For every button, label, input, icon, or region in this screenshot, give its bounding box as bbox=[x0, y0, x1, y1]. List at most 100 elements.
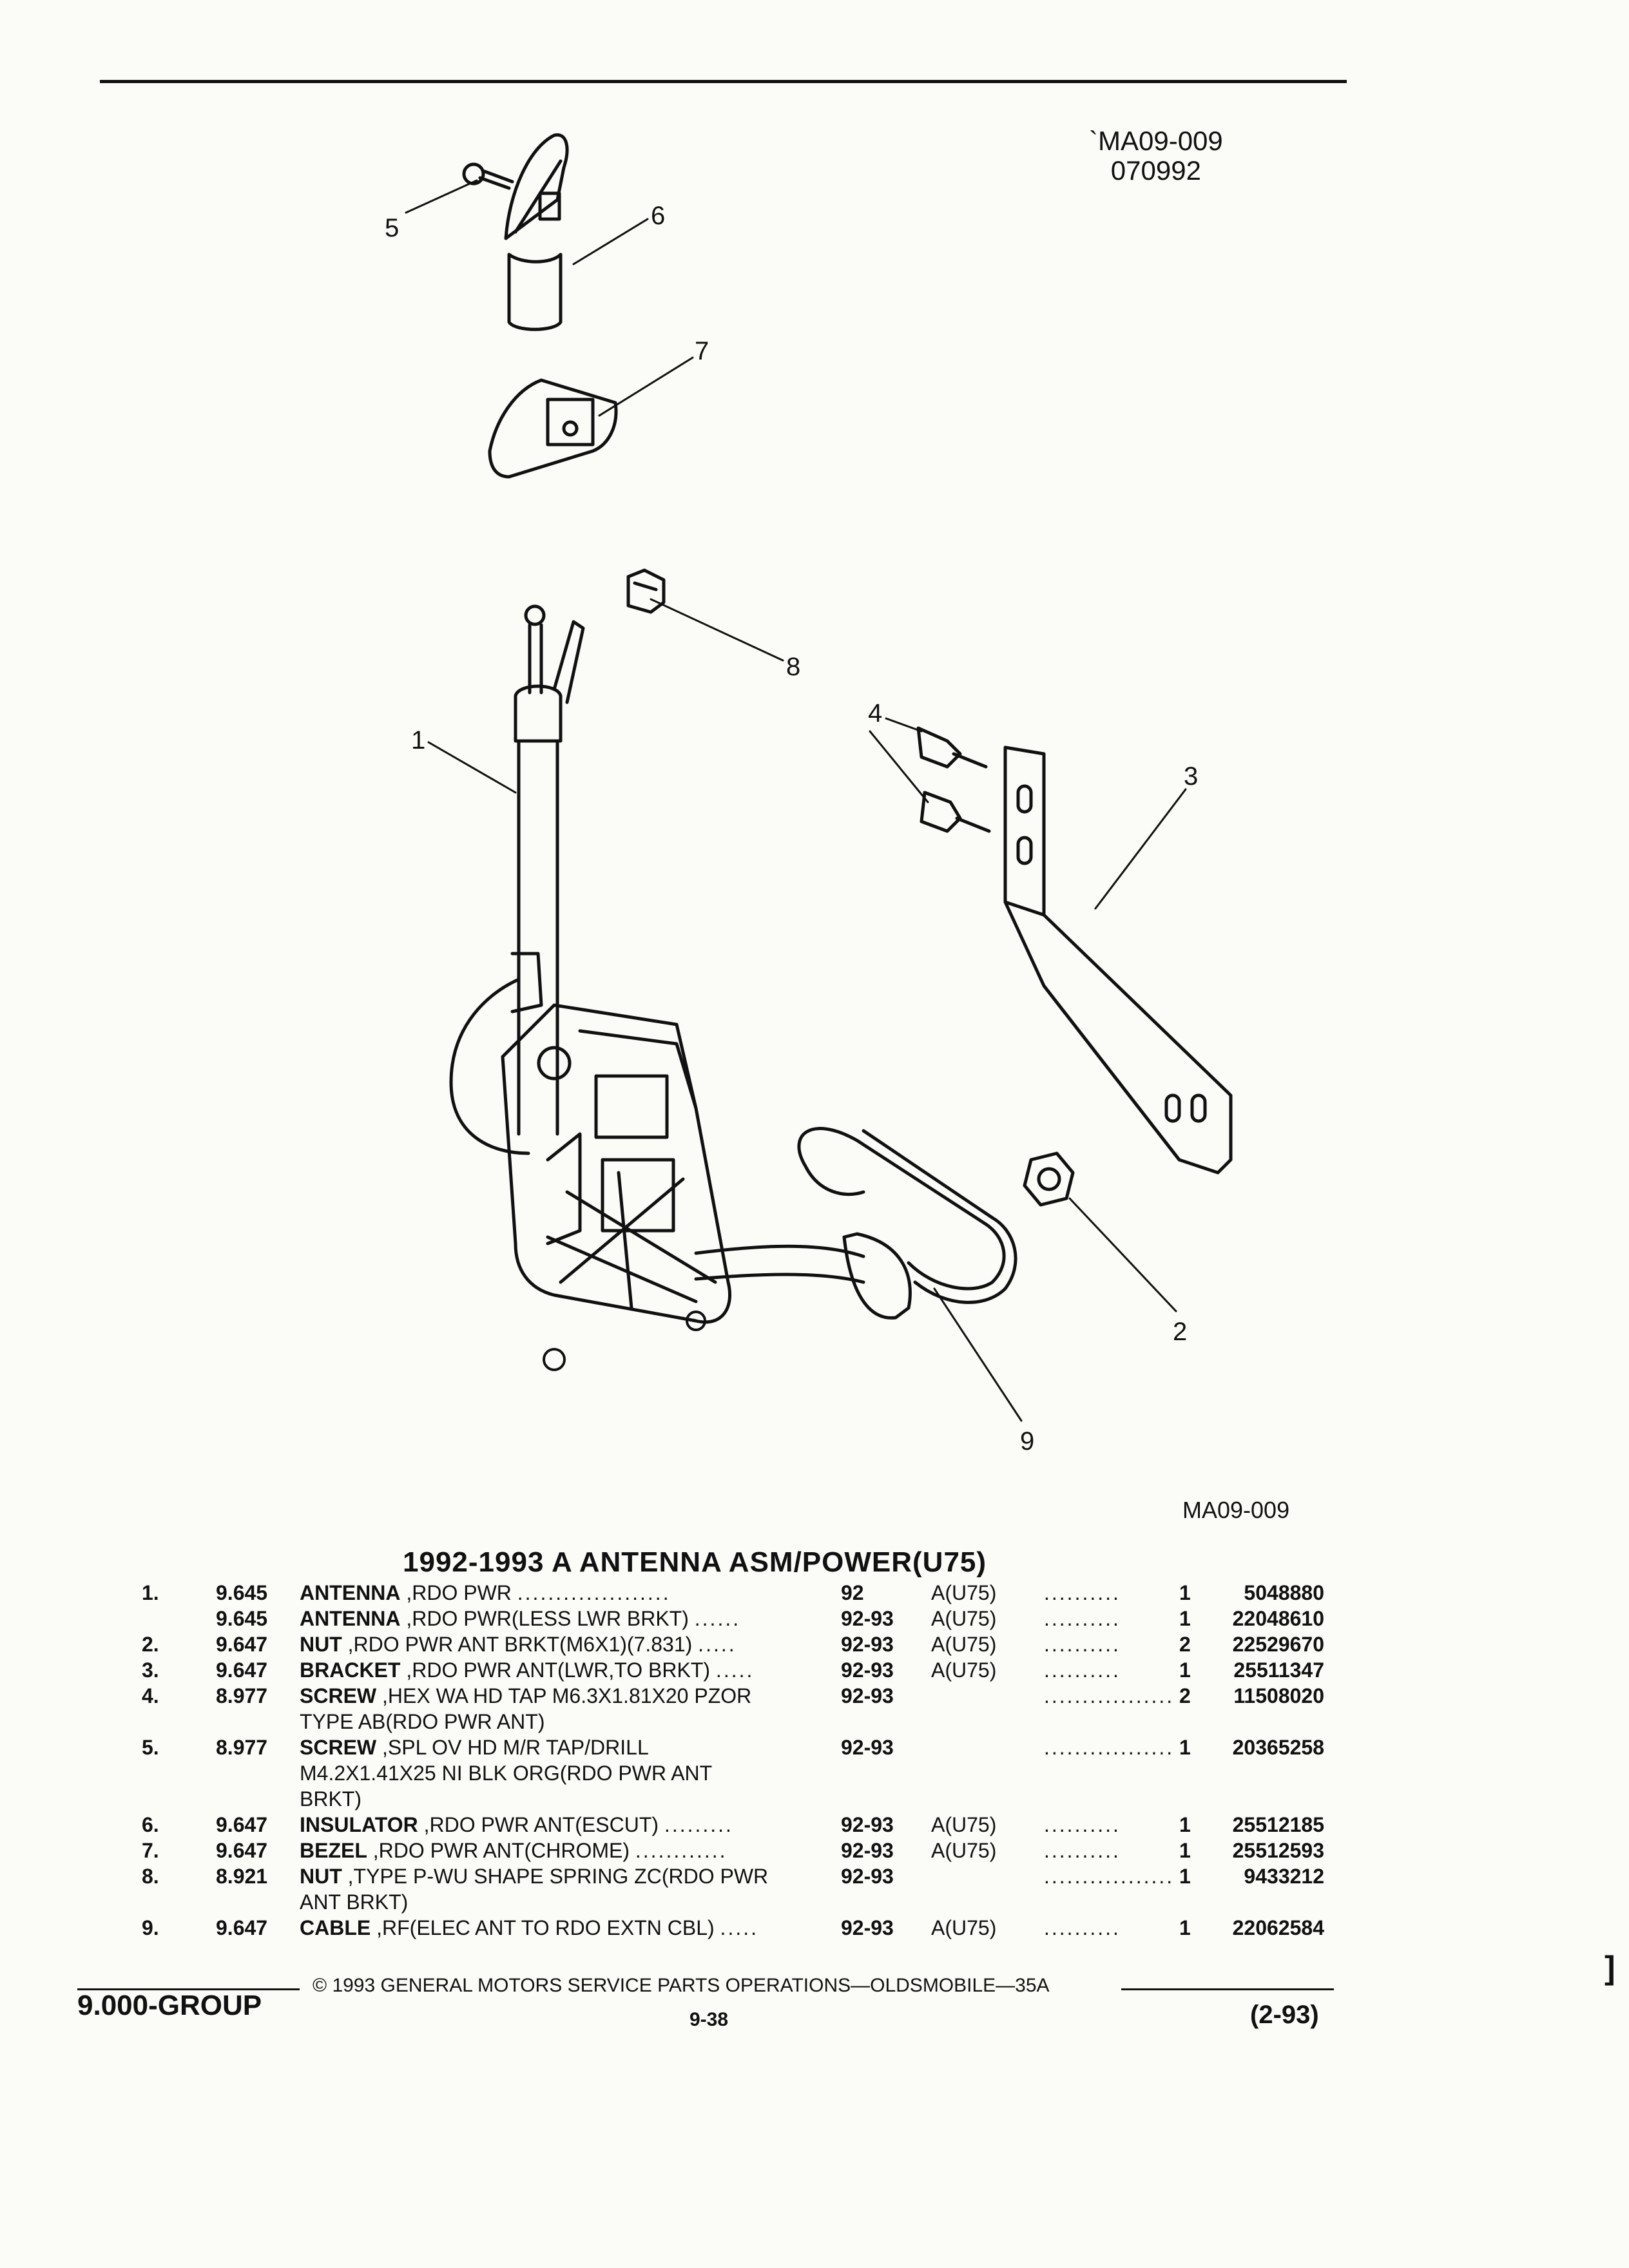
leader-dots: .......... bbox=[1044, 1813, 1121, 1836]
model-year: 92-93 bbox=[841, 1839, 894, 1862]
group-number: 9.647 bbox=[216, 1839, 268, 1862]
figure-code: MA09-009 bbox=[1182, 1497, 1290, 1523]
document-date-code: 070992 bbox=[1110, 155, 1201, 186]
leader-dots: ..... bbox=[715, 1658, 755, 1682]
model-year: 92-93 bbox=[841, 1684, 894, 1707]
group-number: 9.647 bbox=[216, 1633, 268, 1656]
leader-dots: .......... bbox=[1044, 1633, 1121, 1656]
part-name: SCREW bbox=[300, 1684, 377, 1707]
nut-2-shape bbox=[1023, 1151, 1075, 1207]
bezel-7-shape bbox=[488, 378, 618, 479]
part-detail: ,RDO PWR(LESS LWR BRKT) bbox=[400, 1607, 689, 1630]
model-year: 92-93 bbox=[841, 1736, 894, 1759]
part-detail: ,RDO PWR ANT BRKT(M6X1)(7.831) bbox=[342, 1633, 693, 1656]
bracket-3-shape bbox=[1003, 745, 1233, 1175]
nut-8-shape bbox=[626, 568, 666, 614]
leader-dots: .......... bbox=[1044, 1607, 1121, 1630]
part-description: INSULATOR ,RDO PWR ANT(ESCUT) ......... bbox=[300, 1812, 733, 1838]
part-name: NUT bbox=[300, 1633, 342, 1656]
leader-dots: ......... bbox=[664, 1813, 733, 1836]
footer-copyright: © 1993 GENERAL MOTORS SERVICE PARTS OPER… bbox=[313, 1975, 1050, 1996]
item-number: 2. bbox=[142, 1633, 159, 1656]
callout-4: 4 bbox=[868, 699, 882, 727]
binding-edge-mark: ] bbox=[1605, 1950, 1615, 1986]
part-name: CABLE bbox=[300, 1916, 371, 1939]
leader-lines bbox=[405, 179, 1187, 1422]
page-number: 9-38 bbox=[689, 2009, 729, 2030]
callout-1: 1 bbox=[411, 726, 425, 754]
item-number: 9. bbox=[142, 1916, 159, 1939]
description-continued: M4.2X1.41X25 NI BLK ORG(RDO PWR ANT bbox=[300, 1762, 713, 1785]
part-detail: ,TYPE P-WU SHAPE SPRING ZC(RDO PWR bbox=[342, 1865, 769, 1888]
parts-row-continuation: BRKT) bbox=[116, 1786, 1340, 1812]
group-number: 8.977 bbox=[216, 1736, 268, 1759]
parts-row-continuation: M4.2X1.41X25 NI BLK ORG(RDO PWR ANT bbox=[116, 1760, 1340, 1786]
part-detail: ,SPL OV HD M/R TAP/DRILL bbox=[376, 1736, 649, 1759]
part-number: 9433212 bbox=[1244, 1865, 1324, 1888]
description-continued: TYPE AB(RDO PWR ANT) bbox=[300, 1710, 545, 1733]
part-detail: ,RDO PWR ANT(LWR,TO BRKT) bbox=[400, 1658, 711, 1682]
callout-2: 2 bbox=[1173, 1318, 1187, 1346]
model-year: 92-93 bbox=[841, 1633, 894, 1656]
part-name: ANTENNA bbox=[300, 1607, 401, 1630]
antenna-1-shape bbox=[449, 604, 732, 1371]
model-year: 92-93 bbox=[841, 1607, 894, 1630]
group-number: 9.647 bbox=[216, 1916, 268, 1939]
part-description: ANTENNA ,RDO PWR .................... bbox=[300, 1580, 671, 1606]
part-number: 11508020 bbox=[1233, 1684, 1324, 1707]
part-description: NUT ,RDO PWR ANT BRKT(M6X1)(7.831) ..... bbox=[300, 1631, 737, 1657]
part-number: 5048880 bbox=[1244, 1581, 1324, 1604]
quantity: 1 bbox=[1179, 1865, 1191, 1888]
part-number: 22062584 bbox=[1232, 1916, 1324, 1939]
part-description: SCREW ,SPL OV HD M/R TAP/DRILL bbox=[300, 1735, 649, 1760]
leader-dots: ............ bbox=[635, 1839, 728, 1862]
part-name: NUT bbox=[300, 1865, 342, 1888]
callout-7: 7 bbox=[695, 337, 709, 365]
group-number: 8.977 bbox=[216, 1684, 268, 1707]
part-number: 25512593 bbox=[1232, 1839, 1324, 1862]
part-number: 25512185 bbox=[1232, 1813, 1324, 1836]
quantity: 1 bbox=[1179, 1916, 1191, 1939]
part-name: BRACKET bbox=[300, 1658, 401, 1682]
item-number: 8. bbox=[142, 1865, 159, 1888]
model-code: A(U75) bbox=[931, 1581, 997, 1604]
leader-dots: ................. bbox=[1044, 1684, 1175, 1707]
model-year: 92 bbox=[841, 1581, 864, 1604]
part-description: NUT ,TYPE P-WU SHAPE SPRING ZC(RDO PWR bbox=[300, 1863, 768, 1889]
top-rule bbox=[100, 80, 1347, 83]
leader-dots: .......... bbox=[1044, 1916, 1121, 1939]
section-title: 1992-1993 A ANTENNA ASM/POWER(U75) bbox=[403, 1546, 987, 1578]
part-detail: ,RF(ELEC ANT TO RDO EXTN CBL) bbox=[371, 1916, 715, 1939]
leader-dots: ..... bbox=[720, 1916, 758, 1939]
item-number: 4. bbox=[142, 1684, 159, 1707]
callout-3: 3 bbox=[1184, 762, 1198, 791]
quantity: 1 bbox=[1179, 1839, 1191, 1862]
quantity: 1 bbox=[1179, 1736, 1191, 1759]
quantity: 1 bbox=[1179, 1813, 1191, 1836]
item-number: 7. bbox=[142, 1839, 159, 1862]
callout-6: 6 bbox=[651, 202, 665, 230]
model-year: 92-93 bbox=[841, 1658, 894, 1682]
model-year: 92-93 bbox=[841, 1916, 894, 1939]
insulator-6-shape bbox=[504, 133, 569, 331]
part-description: BEZEL ,RDO PWR ANT(CHROME) ............ bbox=[300, 1838, 728, 1863]
footer-rule-left bbox=[77, 1988, 300, 1990]
part-description: ANTENNA ,RDO PWR(LESS LWR BRKT) ...... bbox=[300, 1606, 740, 1631]
leader-dots: .......... bbox=[1044, 1658, 1121, 1682]
leader-dots: .................... bbox=[517, 1581, 671, 1604]
parts-row: 4. 8.977 92-93.................2 11508020 SC… bbox=[116, 1683, 1340, 1709]
callout-9: 9 bbox=[1020, 1427, 1034, 1456]
quantity: 2 bbox=[1179, 1684, 1191, 1707]
part-number: 20365258 bbox=[1232, 1736, 1324, 1759]
description-continued: BRKT) bbox=[300, 1787, 361, 1811]
model-year: 92-93 bbox=[841, 1865, 894, 1888]
model-code: A(U75) bbox=[931, 1658, 997, 1682]
leader-dots: ................. bbox=[1044, 1736, 1175, 1759]
